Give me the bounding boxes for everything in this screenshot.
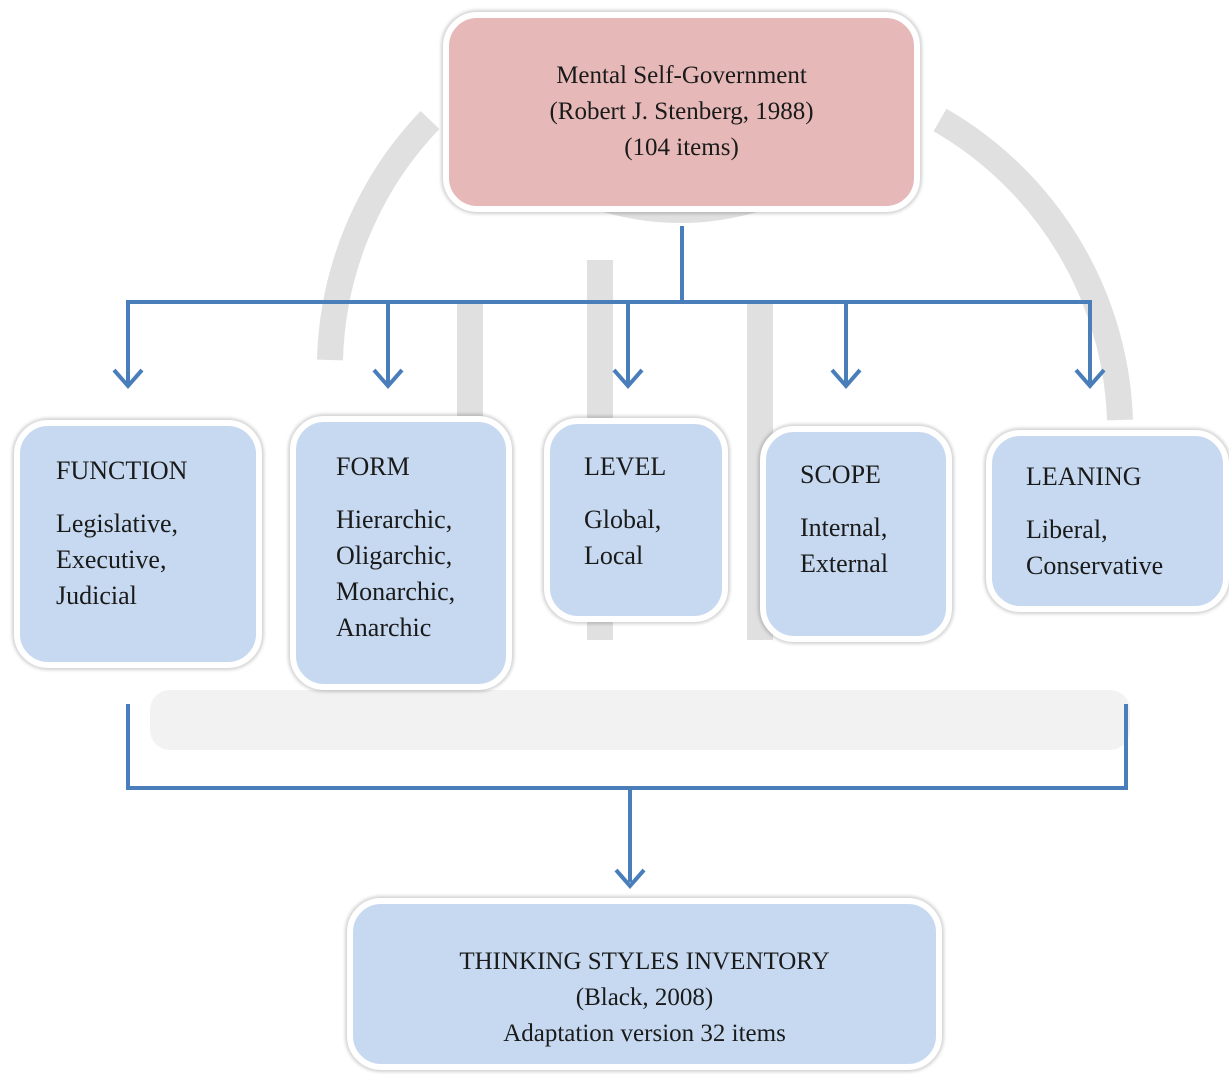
category-box-form: FORM Hierarchic, Oligarchic, Monarchic, … xyxy=(290,416,512,690)
category-title: SCOPE xyxy=(800,460,881,489)
category-box-scope: SCOPE Internal, External xyxy=(760,426,952,642)
category-title: FORM xyxy=(336,452,410,481)
arrow-level xyxy=(612,368,644,390)
arrow-leaning xyxy=(1074,368,1106,390)
arrow-scope xyxy=(830,368,862,390)
category-item: Oligarchic, xyxy=(336,541,453,570)
category-item: Hierarchic, xyxy=(336,505,453,534)
root-author: (Robert J. Stenberg, 1988) xyxy=(549,98,814,125)
category-box-function: FUNCTION Legislative, Executive, Judicia… xyxy=(14,420,262,668)
arrow-form xyxy=(372,368,404,390)
category-item: Judicial xyxy=(56,581,137,610)
category-item: Legislative, xyxy=(56,509,179,538)
category-title: FUNCTION xyxy=(56,456,188,485)
result-box: THINKING STYLES INVENTORY (Black, 2008) … xyxy=(347,898,942,1070)
arrow-function xyxy=(112,368,144,390)
category-item: Monarchic, xyxy=(336,577,456,606)
category-item: Conservative xyxy=(1026,551,1164,580)
root-title: Mental Self-Government xyxy=(556,62,807,89)
category-item: Local xyxy=(584,541,644,570)
category-title: LEANING xyxy=(1026,462,1142,491)
category-title: LEVEL xyxy=(584,452,667,481)
category-box-level: LEVEL Global, Local xyxy=(544,418,728,622)
result-author: (Black, 2008) xyxy=(575,984,714,1011)
arrow-bottom xyxy=(614,868,646,890)
root-box: Mental Self-Government (Robert J. Stenbe… xyxy=(443,12,920,212)
category-box-leaning: LEANING Liberal, Conservative xyxy=(986,430,1229,612)
result-items: Adaptation version 32 items xyxy=(503,1020,786,1047)
category-item: Internal, xyxy=(800,513,888,542)
category-item: Anarchic xyxy=(336,613,432,642)
category-item: Liberal, xyxy=(1026,515,1108,544)
root-items: (104 items) xyxy=(624,134,739,161)
category-item: Executive, xyxy=(56,545,167,574)
result-title: THINKING STYLES INVENTORY xyxy=(459,948,830,975)
category-item: Global, xyxy=(584,505,662,534)
category-item: External xyxy=(800,549,889,578)
